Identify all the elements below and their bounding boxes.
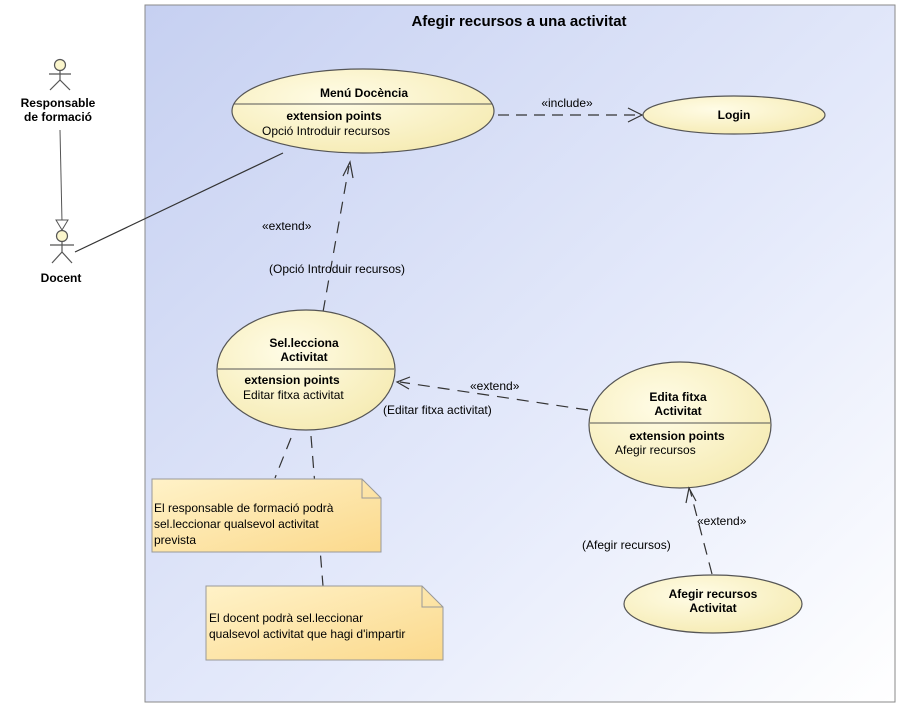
generalization-line: [59, 129, 63, 223]
generalization-arrowhead: [55, 219, 69, 231]
note1-anchor-line: [274, 437, 292, 479]
extend-afegir-to-edita-arrowhead: [685, 486, 697, 504]
note-responsable[interactable]: [151, 478, 382, 553]
extend-sel-label: «extend»: [470, 379, 520, 393]
note2-anchor-line: [310, 435, 324, 587]
usecase-afegir-recursos[interactable]: [623, 574, 803, 634]
usecase-edita-ext-header: extension points: [629, 429, 725, 443]
usecase-menu-name: Menú Docència: [320, 86, 408, 100]
extend-edita-to-sel-arrowhead: [395, 376, 411, 390]
usecase-selecciona-line1: Sel.lecciona: [269, 336, 339, 350]
extend-menu-condition: (Opció Introduir recursos): [269, 262, 405, 276]
usecase-selecciona-ext-point: Editar fitxa activitat: [243, 388, 344, 402]
extend-menu-label: «extend»: [262, 219, 312, 233]
note-docent[interactable]: [205, 585, 444, 661]
usecase-edita-ext-point: Afegir recursos: [615, 443, 696, 457]
extend-afegir-to-edita-line: [689, 489, 713, 575]
usecase-edita-fitxa[interactable]: [588, 361, 772, 489]
note-responsable-line2: sel.leccionar qualsevol activitat: [154, 517, 319, 531]
include-arrowhead: [627, 107, 644, 123]
actor-responsable-label-1: Responsable: [21, 96, 96, 110]
association-docent-menu: [74, 152, 284, 253]
note-responsable-line1: El responsable de formació podrà: [154, 501, 334, 515]
note-responsable-line3: prevista: [154, 533, 196, 547]
diagram-title: Afegir recursos a una activitat: [411, 13, 626, 30]
usecase-selecciona-line2: Activitat: [280, 350, 327, 364]
usecase-edita-line2: Activitat: [654, 404, 701, 418]
extend-edita-label: «extend»: [697, 514, 747, 528]
actor-responsable[interactable]: [49, 58, 71, 91]
extend-edita-to-sel-line: [399, 381, 589, 411]
usecase-afegir-line1: Afegir recursos: [669, 587, 758, 601]
extend-sel-condition: (Editar fitxa activitat): [383, 403, 492, 417]
actor-docent[interactable]: [50, 229, 74, 264]
include-label: «include»: [541, 96, 593, 110]
extend-sel-to-menu-arrowhead: [342, 160, 354, 179]
usecase-menu-docencia[interactable]: [231, 68, 495, 154]
note-docent-line1: El docent podrà sel.leccionar: [209, 611, 363, 625]
extend-sel-to-menu-line: [322, 165, 350, 313]
usecase-selecciona-ext-header: extension points: [244, 373, 340, 387]
usecase-afegir-line2: Activitat: [689, 601, 736, 615]
note-docent-line2: qualsevol activitat que hagi d'impartir: [209, 627, 405, 641]
usecase-menu-ext-point: Opció Introduir recursos: [262, 124, 390, 138]
actor-responsable-label-2: de formació: [24, 110, 92, 124]
usecase-selecciona-activitat[interactable]: [216, 309, 396, 431]
usecase-login-name: Login: [718, 108, 751, 122]
usecase-edita-line1: Edita fitxa: [649, 390, 707, 404]
actor-docent-label: Docent: [41, 271, 82, 285]
usecase-menu-ext-header: extension points: [286, 109, 382, 123]
extend-edita-condition: (Afegir recursos): [582, 538, 671, 552]
